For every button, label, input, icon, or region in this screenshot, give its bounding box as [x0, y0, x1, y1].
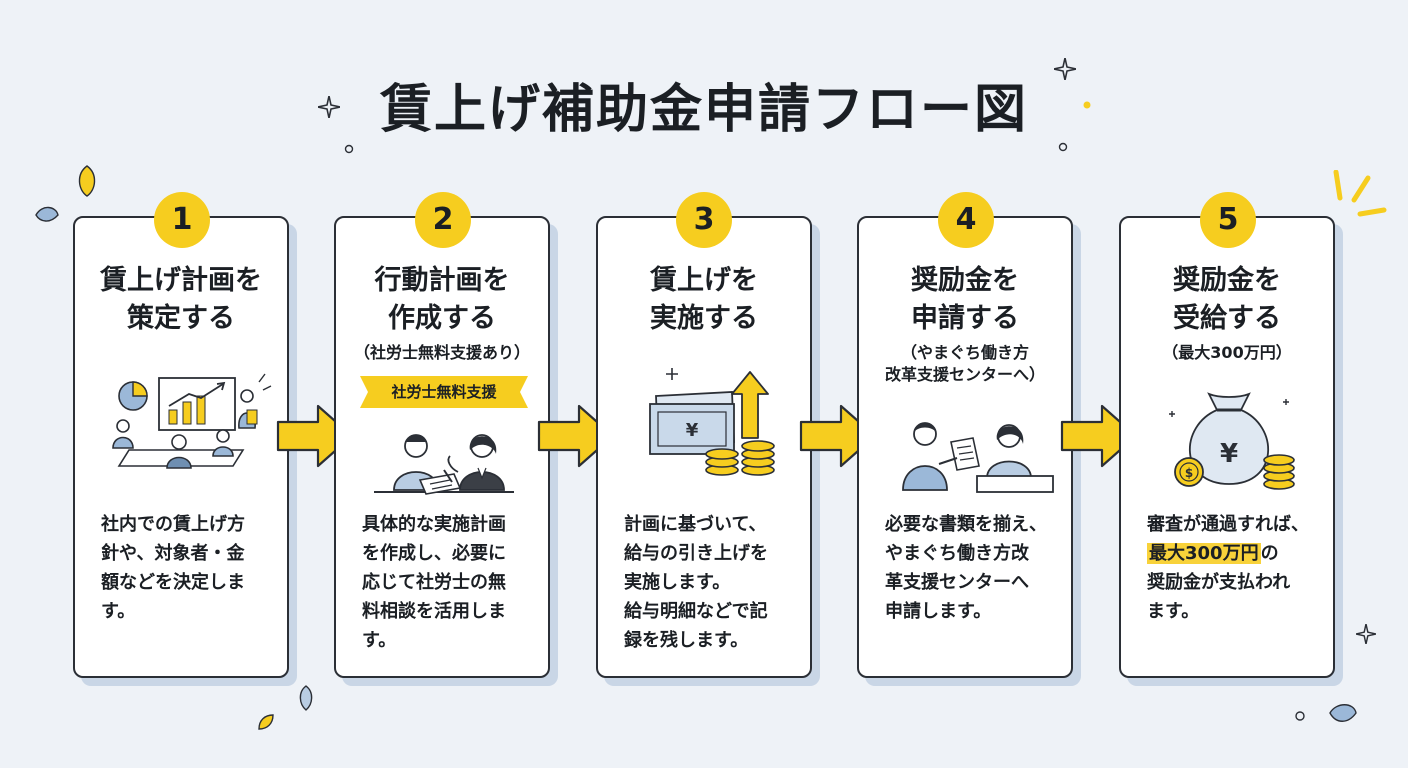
dot-icon: [1083, 101, 1091, 109]
step-title: 賃上げ計画を 策定する: [100, 265, 262, 334]
svg-text:¥: ¥: [1220, 439, 1238, 469]
leaf-icon: [78, 165, 96, 197]
step-description: 計画に基づいて、 給与の引き上げを 実施します。 給与明細などで記 録を残します…: [624, 514, 768, 651]
yen-bill-coins-arrow-icon: ¥: [649, 368, 775, 476]
application-counter-icon: [902, 422, 1054, 493]
step-title: 奨励金を 申請する: [911, 265, 1019, 334]
leaf-icon: [299, 685, 313, 711]
step-description: 社内での賃上げ方 針や、対象者・金 額などを決定しま す。: [101, 514, 245, 622]
step-description: 具体的な実施計画 を作成し、必要に 応じて社労士の無 料相談を活用しま す。: [362, 514, 506, 651]
page-title: 賃上げ補助金申請フロー図: [379, 80, 1028, 140]
dot-icon: [1058, 142, 1068, 152]
step-description: 審査が通過すれば、 最大300万円の 奨励金が支払われ ます。: [1147, 510, 1319, 626]
support-banner-label: 社労士無料支援: [391, 383, 497, 401]
step-card-3: 賃上げを 実施する ¥ 計画に基づいて、 給与の引き上げを 実施します。 給与明…: [596, 216, 812, 678]
step-description-post: の 奨励金が支払われ ます。: [1147, 543, 1291, 622]
dot-icon: [1295, 711, 1305, 721]
sparkle-icon: [1054, 58, 1076, 80]
burst-icon: [1333, 170, 1387, 217]
step-title: 行動計画を 作成する: [374, 265, 510, 334]
step-description-pre: 審査が通過すれば、: [1147, 514, 1309, 535]
meeting-chart-icon: [112, 373, 272, 469]
step-number-badge: 2: [415, 192, 471, 248]
step-description: 必要な書類を揃え、 やまぐち働き方改 革支援センターへ 申請します。: [885, 514, 1047, 622]
step-number-badge: 3: [676, 192, 732, 248]
step-card-2: 行動計画を 作成する （社労士無料支援あり） 社労士無料支援 具体的な実施計画 …: [334, 216, 550, 678]
dot-icon: [344, 144, 354, 154]
step-note: （最大300万円）: [1162, 343, 1292, 362]
leaf-icon: [1329, 704, 1357, 722]
step-card-1: 賃上げ計画を 策定する 社内での賃上げ方 針や、対象者・金 額などを決定しま す…: [73, 216, 289, 678]
step-note: （やまぐち働き方 改革支援センターへ）: [884, 343, 1045, 384]
sparkle-icon: [318, 96, 340, 118]
step-card-5: 奨励金を 受給する （最大300万円） ¥ $ 審査が通過すれば、 最大300万…: [1119, 216, 1335, 678]
step-number-badge: 4: [938, 192, 994, 248]
max-amount-highlight: 最大300万円: [1147, 543, 1261, 564]
step-title: 奨励金を 受給する: [1173, 265, 1281, 334]
step-title: 賃上げを 実施する: [650, 265, 758, 334]
leaf-icon: [258, 714, 274, 730]
consultation-icon: [374, 434, 514, 495]
step-number-badge: 1: [154, 192, 210, 248]
step-card-4: 奨励金を 申請する （やまぐち働き方 改革支援センターへ） 必要な書類を揃え、 …: [857, 216, 1073, 678]
step-number-badge: 5: [1200, 192, 1256, 248]
svg-text:¥: ¥: [686, 420, 699, 441]
step-note: （社労士無料支援あり）: [353, 343, 530, 362]
sparkle-icon: [1356, 624, 1376, 644]
money-bag-icon: ¥ $: [1169, 392, 1295, 490]
svg-text:$: $: [1185, 466, 1193, 480]
leaf-icon: [35, 206, 59, 222]
support-banner: 社労士無料支援: [360, 376, 528, 408]
